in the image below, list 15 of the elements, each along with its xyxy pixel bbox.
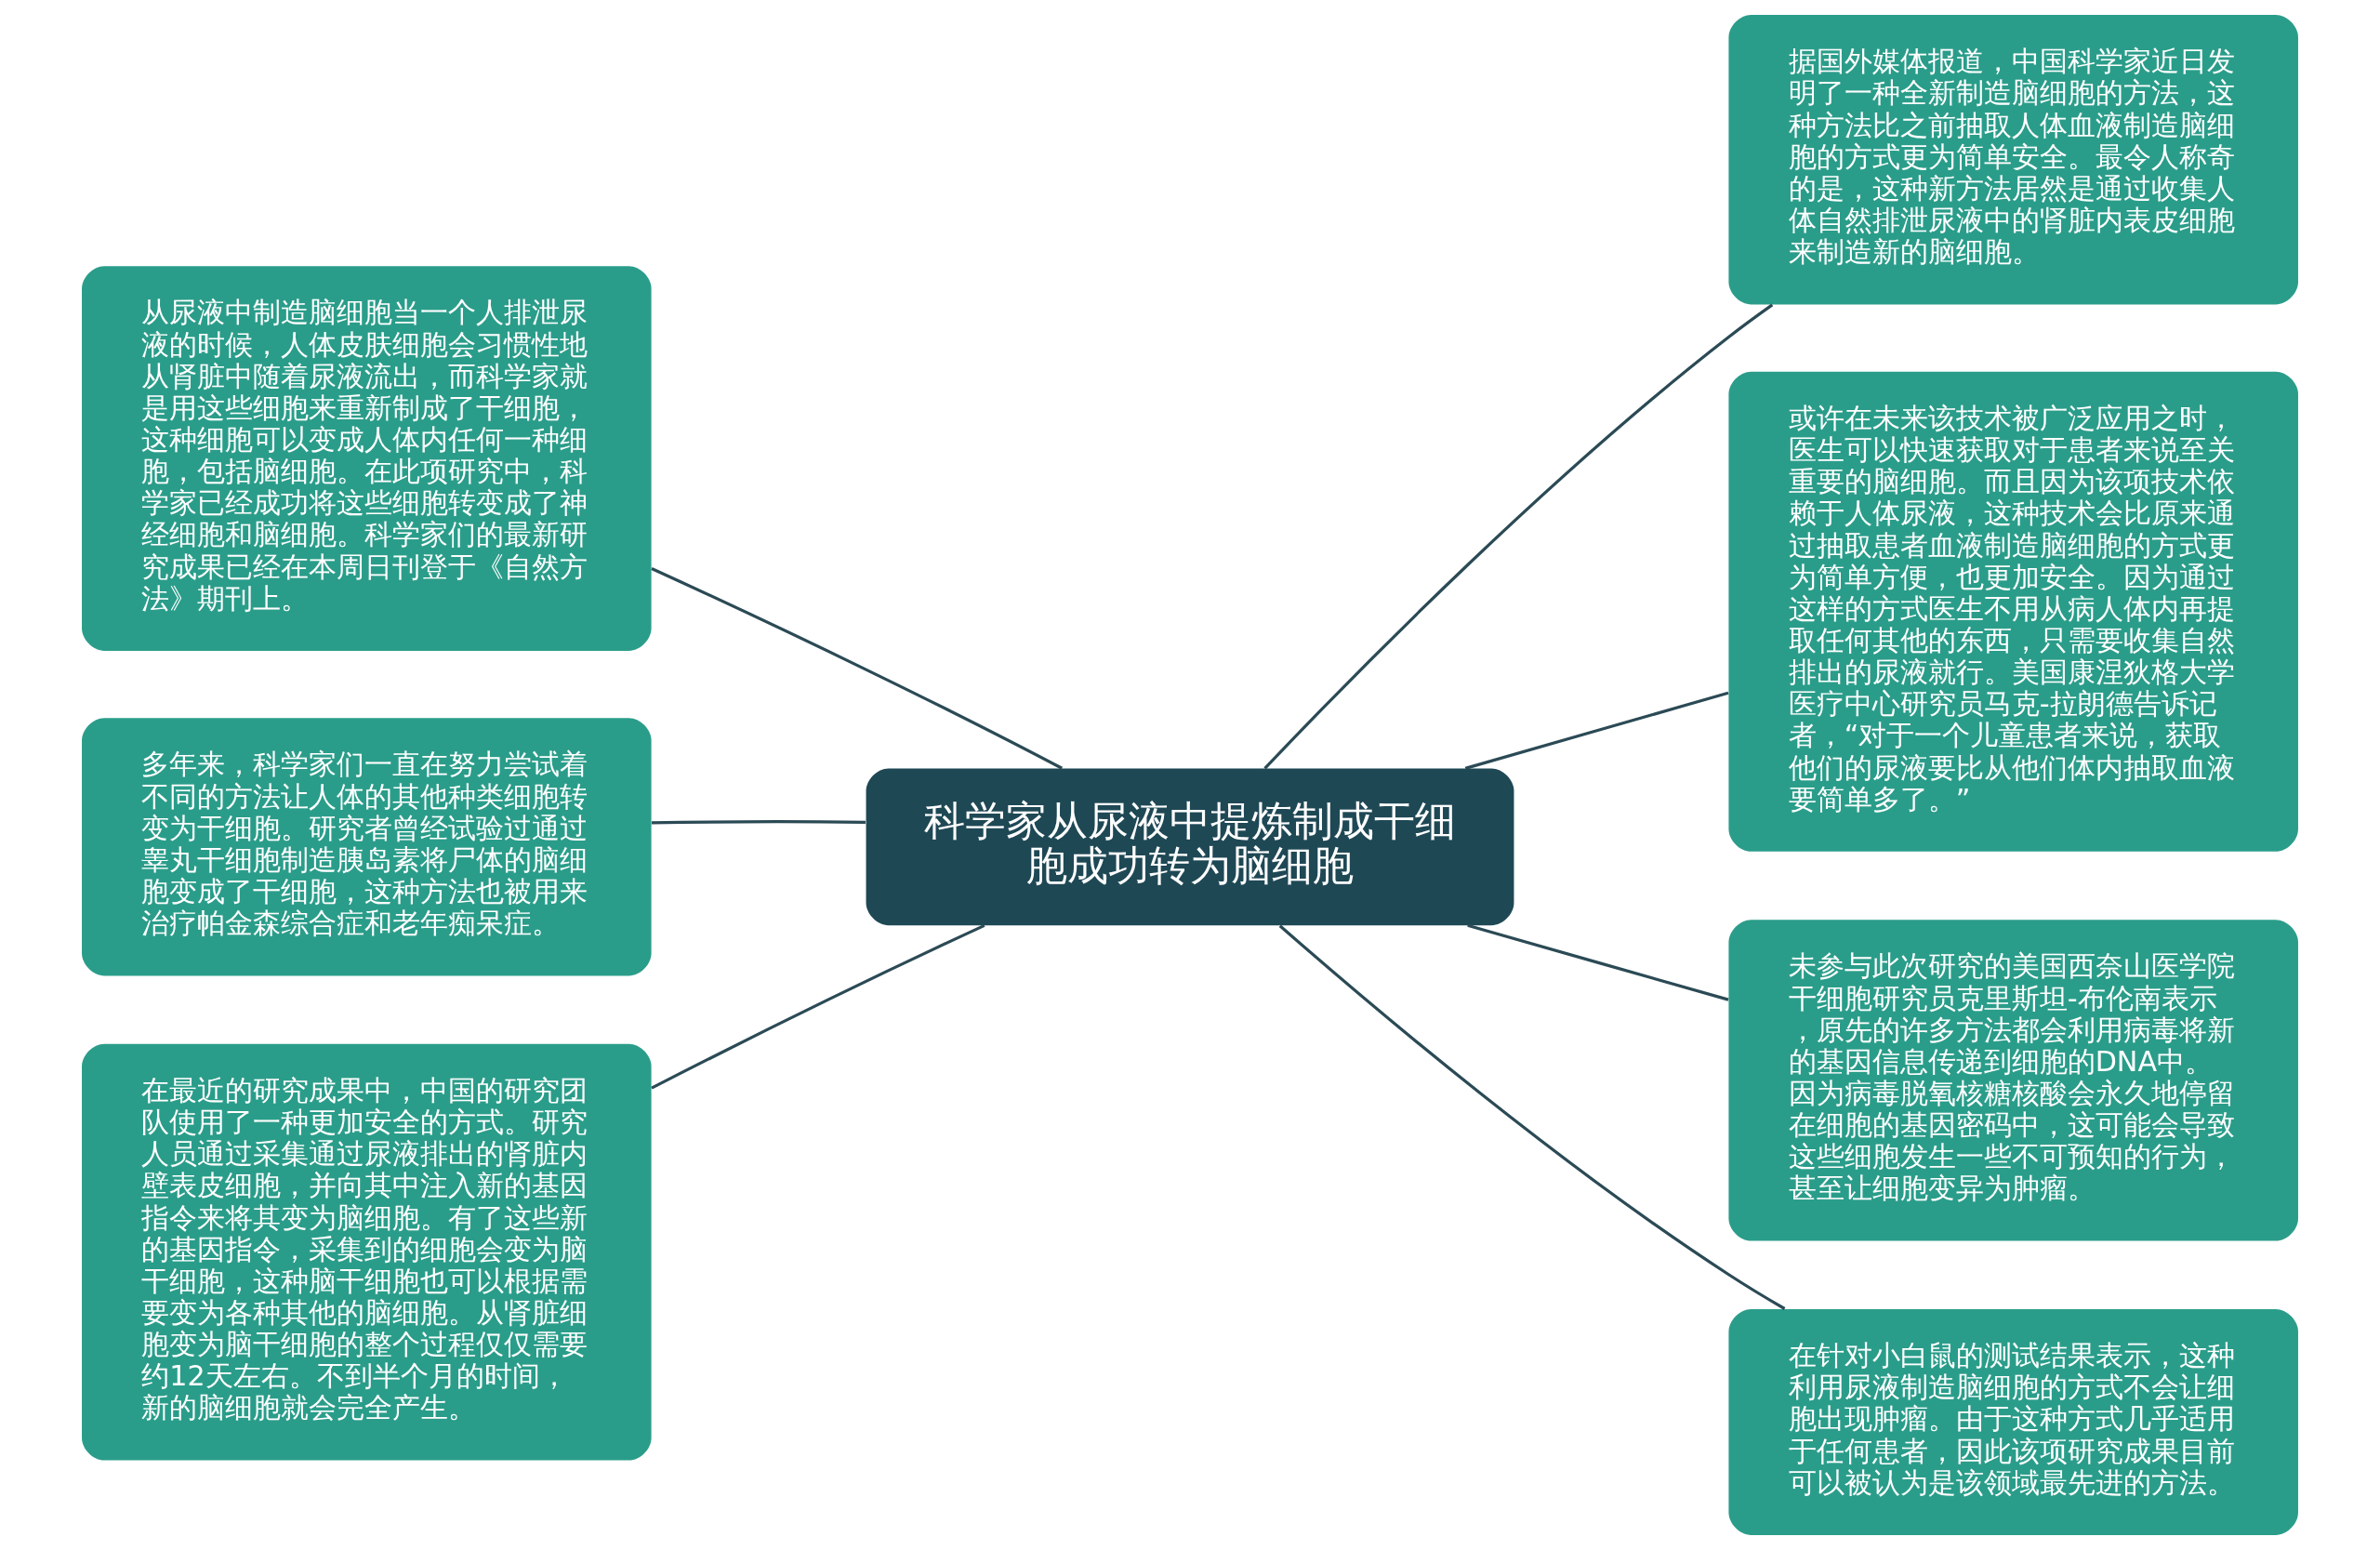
- connector: [1464, 691, 1729, 770]
- connector: [1278, 924, 1786, 1310]
- node-box: 在针对小白鼠的测试结果表示，这种利用尿液制造脑细胞的方式不会让细胞出现肿瘤。由于这种方式几乎适用于任何患者，因此该项研究成果目前可以被认为是该领域最先进的方法。: [1728, 1308, 2298, 1535]
- connector: [1263, 303, 1774, 770]
- node-box: 在最近的研究成果中，中国的研究团队使用了一种更加安全的方式。研究人员通过采集通过尿液排出的肾脏内壁表皮细胞，并向其中注入新的基因指令来将其变为脑细胞。有了这些新的基因指令，采集到的细胞会变为脑干细胞，这种脑干细胞也可以根据需要变为各种其他的脑细胞。从肾脏细胞变为脑干细胞的整个过程仅仅需要约12天左右。不到半个月的时间，新的脑细胞就会完全产生。: [82, 1043, 652, 1461]
- node-box: 科学家从尿液中提炼制成干细胞成功转为脑细胞: [866, 768, 1514, 926]
- node-box: 多年来，科学家们一直在努力尝试着不同的方法让人体的其他种类细胞转变为干细胞。研究者曾经试验过通过睾丸干细胞制造胰岛素将尸体的脑细胞变成了干细胞，这种方法也被用来治疗帕金森综合症和老年痴呆症。: [82, 718, 652, 976]
- connector: [651, 820, 866, 825]
- connector: [1467, 923, 1729, 1001]
- node-box: 或许在未来该技术被广泛应用之时，医生可以快速获取对于患者来说至关重要的脑细胞。而且因为该项技术依赖于人体尿液，这种技术会比原来通过抽取患者血液制造脑细胞的方式更为简单方便，也更加安全。因为通过这样的方式医生不用从病人体内再提取任何其他的东西，只需要收集自然排出的尿液就行。美国康涅狄格大学医疗中心研究员马克-拉朗德告诉记者，“对于一个儿童患者来说，获取他们的尿液要比从他们体内抽取血液要简单多了。”: [1728, 371, 2298, 852]
- node-box: 从尿液中制造脑细胞当一个人排泄尿液的时候，人体皮肤细胞会习惯性地从肾脏中随着尿液流出，而科学家就是用这些细胞来重新制成了干细胞，这种细胞可以变成人体内任何一种细胞，包括脑细胞。在此项研究中，科学家已经成功将这些细胞转变成了神经细胞和脑细胞。科学家们的最新研究成果已经在本周日刊登于《自然方法》期刊上。: [82, 266, 652, 651]
- node-box: 未参与此次研究的美国西奈山医学院干细胞研究员克里斯坦-布伦南表示，原先的许多方法都会利用病毒将新的基因信息传递到细胞的DNA中。因为病毒脱氧核糖核酸会永久地停留在细胞的基因密码中，这可能会导致这些细胞发生一些不可预知的行为，甚至让细胞变异为肿瘤。: [1728, 920, 2298, 1241]
- node-box: 据国外媒体报道，中国科学家近日发明了一种全新制造脑细胞的方法，这种方法比之前抽取人体血液制造脑细胞的方式更为简单安全。最令人称奇的是，这种新方法居然是通过收集人体自然排泄尿液中的肾脏内表皮细胞来制造新的脑细胞。: [1728, 15, 2298, 305]
- connector: [651, 923, 985, 1090]
- connector: [651, 567, 1063, 770]
